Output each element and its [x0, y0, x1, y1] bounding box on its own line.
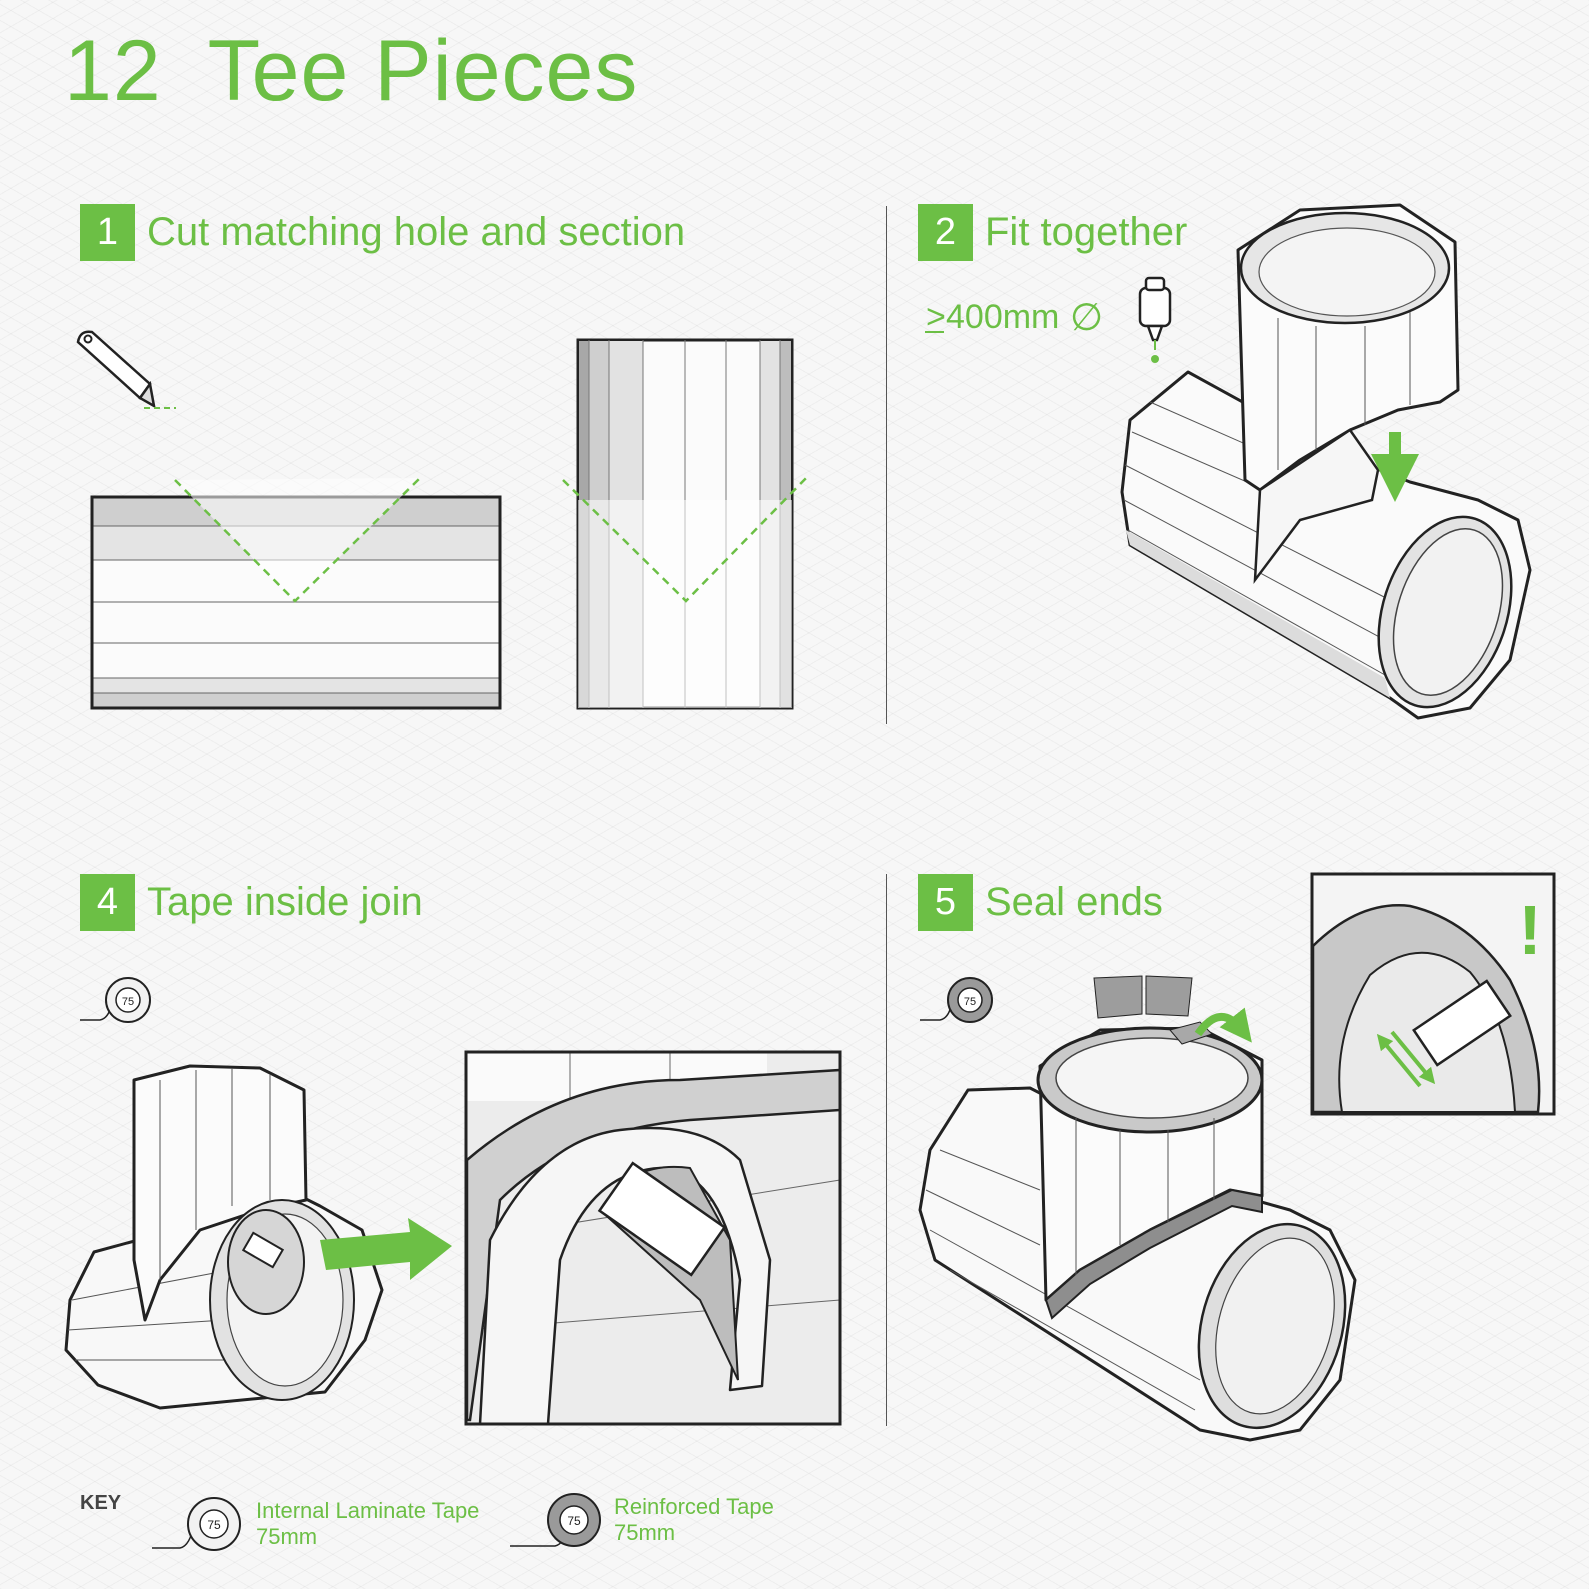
glue-bottle-icon — [1138, 276, 1172, 363]
svg-text:75: 75 — [122, 996, 134, 1008]
size-note-text: 400mm — [946, 298, 1059, 336]
key-item-reinforced-size: 75mm — [614, 1520, 676, 1545]
step-4-title: Tape inside join — [147, 880, 423, 924]
step-1-title: Cut matching hole and section — [147, 210, 686, 254]
step-5-badge: 5 — [918, 874, 973, 931]
key-laminate-tape-icon: 75 — [152, 1497, 241, 1551]
step-2-badge: 2 — [918, 204, 973, 261]
step-5-tape-icon: 75 — [920, 977, 993, 1023]
key-item-reinforced: Reinforced Tape 75mm — [614, 1494, 774, 1546]
detail-view-step-5: ! — [1310, 872, 1556, 1116]
step-2-header: 2 Fit together — [918, 204, 1187, 261]
step-1-header: 1 Cut matching hole and section — [80, 204, 685, 261]
svg-text:>: > — [926, 298, 946, 336]
step-1-badge: 1 — [80, 204, 135, 261]
key-item-laminate: Internal Laminate Tape 75mm — [256, 1498, 479, 1550]
key-label: KEY — [80, 1492, 122, 1514]
key-reinforced-tape-icon: 75 — [510, 1493, 601, 1547]
step-5-header: 5 Seal ends — [918, 874, 1163, 931]
tee-assembly-step-5 — [918, 975, 1357, 1442]
page-title-text: Tee Pieces — [207, 23, 639, 119]
key-item-laminate-name: Internal Laminate Tape — [256, 1498, 480, 1523]
page-number: 12 — [64, 23, 162, 119]
diameter-symbol: ∅ — [1070, 297, 1103, 339]
step-2-title: Fit together — [985, 210, 1188, 254]
svg-text:75: 75 — [964, 996, 976, 1008]
svg-text:75: 75 — [207, 1518, 221, 1532]
step-4-header: 4 Tape inside join — [80, 874, 423, 931]
alert-icon: ! — [1518, 891, 1541, 969]
step-5-title: Seal ends — [985, 880, 1163, 924]
detail-view-step-4 — [464, 1050, 842, 1426]
tee-assembly-step-2 — [1120, 203, 1532, 720]
tee-assembly-step-4 — [64, 1064, 452, 1410]
column-divider-top — [886, 206, 887, 724]
knife-icon — [76, 330, 176, 409]
horizontal-tube-cut — [90, 477, 502, 710]
step-4-badge: 4 — [80, 874, 135, 931]
svg-text:75: 75 — [567, 1514, 581, 1528]
vertical-tube-cut — [562, 338, 811, 710]
key-item-laminate-size: 75mm — [256, 1524, 318, 1549]
key-item-reinforced-name: Reinforced Tape — [614, 1494, 774, 1519]
size-note: > 400mm ∅ — [925, 297, 1103, 339]
column-divider-bottom — [886, 874, 887, 1426]
page-title: 12 Tee Pieces — [64, 22, 638, 121]
step-4-tape-icon: 75 — [80, 977, 151, 1023]
